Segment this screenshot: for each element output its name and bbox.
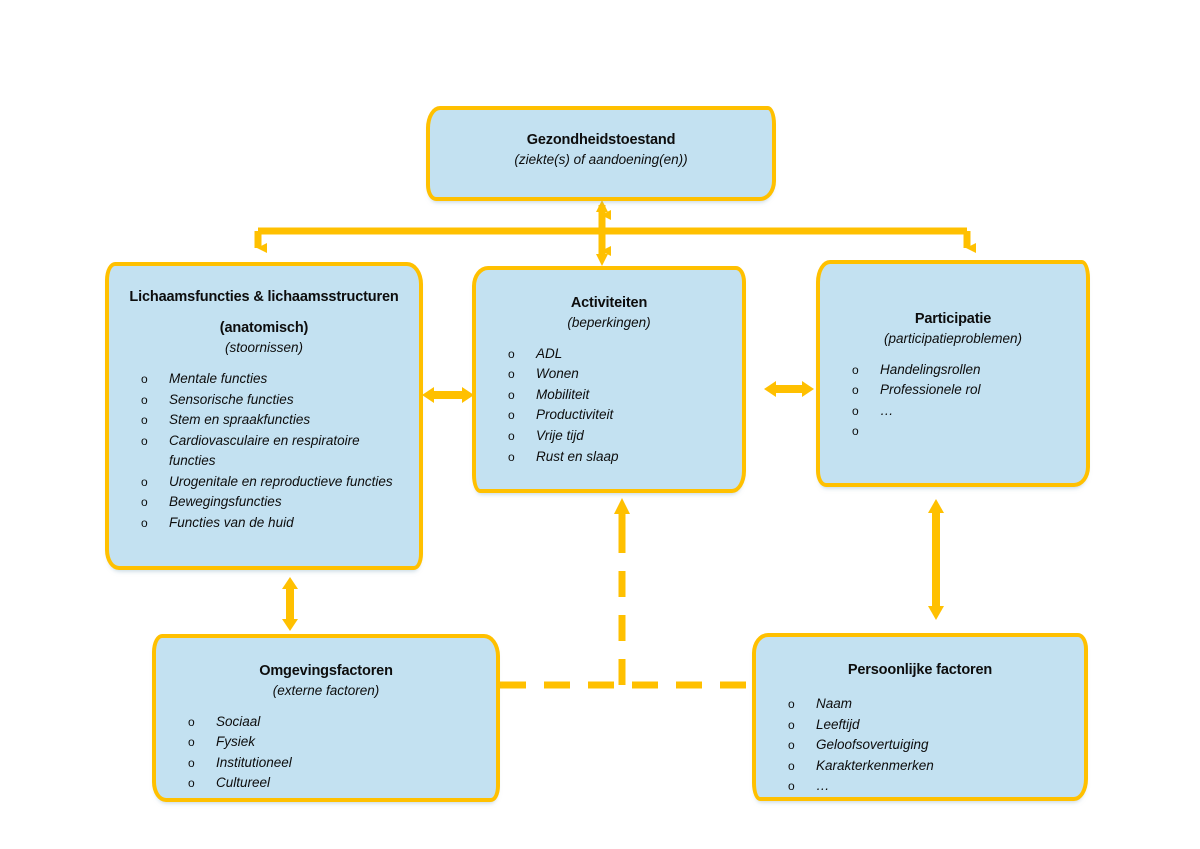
arrowhead-health-up [596, 200, 608, 212]
list-item: Cardiovasculaire en respiratoire functie… [129, 431, 405, 472]
node-gezondheidstoestand[interactable]: Gezondheidstoestand (ziekte(s) of aandoe… [426, 106, 776, 201]
list-item: Institutioneel [176, 753, 482, 774]
node-title-line2: (anatomisch) [219, 320, 309, 337]
arrowhead-be-down [282, 619, 298, 631]
node-subtitle: (stoornissen) [224, 340, 304, 356]
arrowhead-ba-left [422, 387, 434, 403]
list-item: Cultureel [176, 773, 482, 794]
list-item: Rust en slaap [496, 447, 728, 468]
list-item: Bewegingsfuncties [129, 492, 405, 513]
arrowhead-health-down [596, 254, 608, 266]
node-title: Gezondheidstoestand [526, 132, 676, 148]
node-lichaamsfuncties-lichaamsstructuren[interactable]: Lichaamsfuncties & lichaamsstructuren (a… [105, 262, 423, 570]
node-participatie[interactable]: Participatie (participatieproblemen) Han… [816, 260, 1090, 487]
arrowhead-ap-left [764, 381, 776, 397]
node-title: Activiteiten [570, 295, 648, 311]
bullet-list: ADL Wonen Mobiliteit Productiviteit Vrij… [490, 344, 728, 467]
list-item: … [840, 401, 1072, 422]
arrowhead-fa-up [614, 498, 630, 514]
list-item: Mobiliteit [496, 385, 728, 406]
list-item: Sociaal [176, 712, 482, 733]
list-item: Vrije tijd [496, 426, 728, 447]
arrowhead-ap-right [802, 381, 814, 397]
list-item: Productiviteit [496, 405, 728, 426]
arrowhead-pp-up [928, 499, 944, 513]
node-title: Lichaamsfuncties & lichaamsstructuren [129, 289, 399, 305]
connector-factors-activities [500, 525, 760, 689]
list-item: Sensorische functies [129, 390, 405, 411]
node-title: Omgevingsfactoren [259, 663, 393, 679]
bullet-list: Naam Leeftijd Geloofsovertuiging Karakte… [770, 694, 1070, 797]
list-item: Stem en spraakfuncties [129, 410, 405, 431]
bullet-list: Sociaal Fysiek Institutioneel Cultureel [170, 712, 482, 794]
arrowhead-pp-down [928, 606, 944, 620]
node-subtitle: (participatieproblemen) [883, 331, 1023, 347]
connector-health-bus [254, 205, 976, 258]
node-persoonlijke-factoren[interactable]: Persoonlijke factoren Naam Leeftijd Gelo… [752, 633, 1088, 801]
list-item: Geloofsovertuiging [776, 735, 1070, 756]
list-item: Leeftijd [776, 715, 1070, 736]
bullet-list: Handelingsrollen Professionele rol … [834, 360, 1072, 442]
list-item: Functies van de huid [129, 513, 405, 534]
list-item: Handelingsrollen [840, 360, 1072, 381]
list-item: Fysiek [176, 732, 482, 753]
list-item: Professionele rol [840, 380, 1072, 401]
node-subtitle: (beperkingen) [567, 315, 651, 331]
list-item: Mentale functies [129, 369, 405, 390]
node-subtitle: (externe factoren) [272, 683, 380, 699]
list-item: Wonen [496, 364, 728, 385]
node-title: Persoonlijke factoren [847, 662, 993, 678]
list-item: ADL [496, 344, 728, 365]
list-item [840, 421, 1072, 442]
bullet-list: Mentale functies Sensorische functies St… [123, 369, 405, 533]
list-item: Karakterkenmerken [776, 756, 1070, 777]
node-omgevingsfactoren[interactable]: Omgevingsfactoren (externe factoren) Soc… [152, 634, 500, 802]
node-title: Participatie [914, 311, 992, 327]
list-item: Urogenitale en reproductieve functies [129, 472, 405, 493]
node-subtitle: (ziekte(s) of aandoening(en)) [514, 152, 688, 168]
list-item: Naam [776, 694, 1070, 715]
node-activiteiten[interactable]: Activiteiten (beperkingen) ADL Wonen Mob… [472, 266, 746, 493]
arrowhead-be-up [282, 577, 298, 589]
list-item: … [776, 776, 1070, 797]
